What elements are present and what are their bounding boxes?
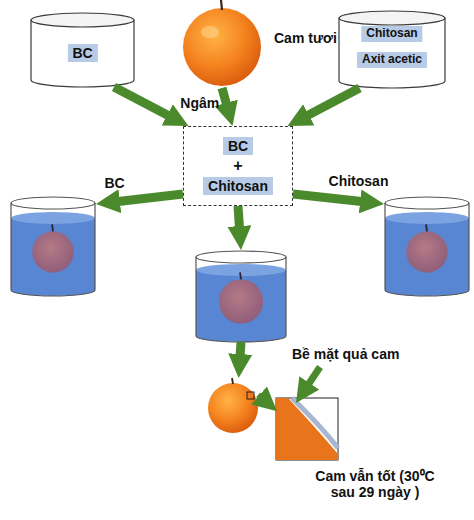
flow-arrow bbox=[222, 88, 228, 109]
zoom-frame bbox=[276, 398, 338, 460]
zoom-inset: Cam vẫn tốt (30⁰C sau 29 ngày ) bbox=[276, 398, 338, 460]
node-text: Axit acetic bbox=[357, 52, 427, 68]
edge-label: Ngâm bbox=[180, 95, 219, 111]
orange-peel bbox=[276, 398, 338, 460]
submerged-orange bbox=[32, 231, 73, 272]
beaker-water bbox=[196, 270, 286, 342]
flow-arrow bbox=[114, 194, 183, 202]
cylinder-top bbox=[339, 11, 445, 25]
beaker-rim bbox=[11, 197, 95, 209]
fresh-orange: Cam tươi bbox=[180, 0, 330, 88]
storage-cylinder: BC bbox=[30, 12, 135, 87]
node-text: BC bbox=[67, 44, 97, 62]
node-text: BC bbox=[223, 137, 253, 155]
edge-label: Chitosan bbox=[329, 173, 389, 189]
edge-label: BC bbox=[104, 175, 124, 191]
soaking-beaker bbox=[10, 196, 96, 296]
water-surface bbox=[385, 212, 469, 224]
orange-fruit bbox=[183, 8, 261, 86]
beaker-water bbox=[11, 218, 95, 296]
callout-label: Bề mặt quả cam bbox=[292, 346, 399, 362]
cylinder-top bbox=[31, 13, 134, 27]
flow-arrow bbox=[114, 87, 173, 118]
soaking-beaker-shape bbox=[10, 196, 96, 296]
node-text: Chitosan bbox=[361, 26, 422, 42]
coated-orange bbox=[205, 378, 261, 434]
storage-cylinder: ChitosanAxit acetic bbox=[338, 10, 446, 88]
cylinder-body bbox=[31, 20, 134, 87]
orange-stem bbox=[221, 0, 222, 10]
soaking-beaker bbox=[195, 250, 287, 342]
beaker-rim bbox=[385, 197, 469, 209]
cylinder-body bbox=[339, 18, 445, 88]
water-surface bbox=[11, 212, 95, 224]
coated-orange-shape bbox=[205, 378, 261, 434]
zoom-marker bbox=[247, 392, 254, 399]
flow-arrow bbox=[293, 194, 366, 202]
beaker-wall bbox=[11, 203, 95, 296]
mixture-box: BC + Chitosan bbox=[183, 126, 293, 206]
soaking-beaker bbox=[384, 196, 470, 296]
orange-highlight bbox=[201, 26, 219, 38]
submerged-orange bbox=[406, 231, 447, 272]
beaker-rim bbox=[196, 251, 286, 263]
flow-arrow bbox=[303, 88, 359, 118]
flow-arrow bbox=[238, 206, 240, 232]
node-text: + bbox=[233, 157, 242, 175]
orange-stem bbox=[240, 272, 241, 279]
coated-orange-fruit bbox=[208, 383, 258, 433]
beaker-wall bbox=[385, 203, 469, 296]
soaking-beaker-shape bbox=[384, 196, 470, 296]
storage-cylinder-shape bbox=[338, 10, 446, 88]
orange-stem bbox=[232, 378, 233, 384]
node-text: Cam vẫn tốt (30⁰C sau 29 ngày ) bbox=[305, 468, 445, 500]
submerged-orange bbox=[219, 279, 263, 323]
leader-arrow bbox=[306, 367, 320, 388]
beaker-wall bbox=[196, 257, 286, 342]
soaking-beaker-shape bbox=[195, 250, 287, 342]
node-text: Chitosan bbox=[203, 177, 273, 195]
coating-layer bbox=[292, 398, 338, 448]
flow-arrow bbox=[258, 395, 263, 400]
node-text: Cam tươi bbox=[274, 30, 337, 46]
flow-arrow bbox=[240, 342, 241, 360]
zoom-inset-shape bbox=[276, 398, 338, 460]
orange-stem bbox=[426, 224, 427, 231]
beaker-water bbox=[385, 218, 469, 296]
orange-stem bbox=[52, 224, 53, 231]
